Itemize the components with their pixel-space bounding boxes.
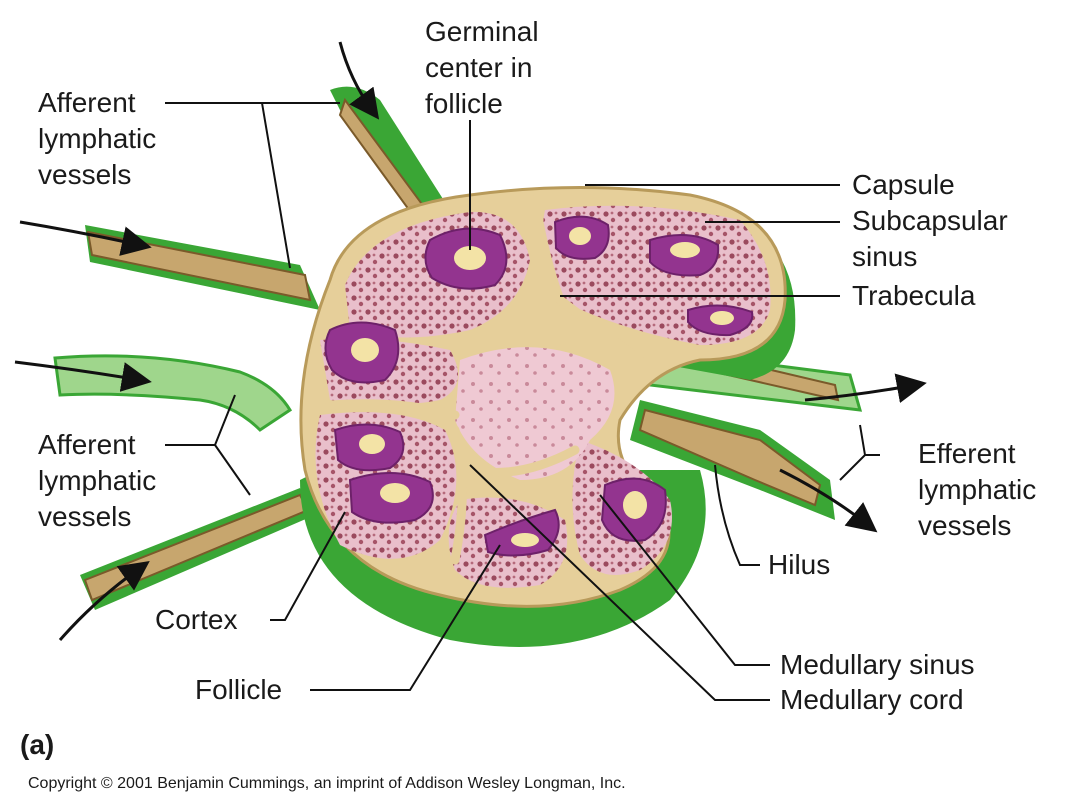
leader-efferent [839, 424, 880, 481]
label-medullary-cord: Medullary cord [780, 684, 964, 715]
afferent-vessel-middle-left [53, 354, 293, 432]
label-subcapsular-sinus: Subcapsular sinus [852, 205, 1008, 272]
label-germinal-center: Germinal center in follicle [425, 16, 539, 119]
leader-afferent-bottom [165, 394, 251, 496]
leader-afferent-top [165, 102, 340, 269]
follicle-9 [600, 477, 667, 542]
panel-label: (a) [20, 729, 55, 760]
leader-lines [165, 102, 880, 701]
follicle-2 [553, 215, 610, 260]
follicle-4 [687, 304, 754, 337]
follicle-7 [348, 472, 434, 524]
label-medullary-sinus: Medullary sinus [780, 649, 975, 680]
efferent-vessel-lower [630, 400, 835, 520]
copyright-text: Copyright © 2001 Benjamin Cummings, an i… [28, 775, 626, 792]
flow-arrows [14, 41, 927, 641]
leader-hilus [714, 464, 760, 566]
label-capsule: Capsule [852, 169, 955, 200]
follicle-6 [333, 423, 405, 472]
label-afferent-lymphatic-vessels-bottom: Afferent lymphatic vessels [38, 429, 157, 532]
label-cortex: Cortex [155, 604, 238, 635]
arrow-afferent-lower-left [58, 561, 150, 641]
leader-medullary-cord [469, 464, 770, 701]
follicle-1 [424, 227, 508, 290]
label-trabecula: Trabecula [852, 280, 976, 311]
leader-follicle [310, 544, 501, 691]
follicle-3 [649, 234, 720, 277]
arrow-afferent-upper-left [19, 220, 152, 256]
label-hilus: Hilus [768, 549, 831, 580]
leader-cortex [270, 511, 346, 621]
arrow-afferent-top [338, 41, 380, 120]
arrow-efferent-lower [779, 468, 878, 533]
label-efferent-lymphatic-vessels: Efferent lymphatic vessels [918, 438, 1037, 541]
follicle-5 [324, 321, 400, 384]
label-follicle: Follicle [195, 674, 283, 705]
arrow-afferent-middle-left [14, 360, 152, 392]
follicles [324, 215, 754, 557]
label-afferent-lymphatic-vessels-top: Afferent lymphatic vessels [38, 87, 157, 190]
leader-medullary-sinus [599, 494, 770, 666]
trabeculae [325, 195, 645, 565]
arrow-efferent-upper [804, 373, 927, 403]
follicle-8 [483, 508, 560, 557]
